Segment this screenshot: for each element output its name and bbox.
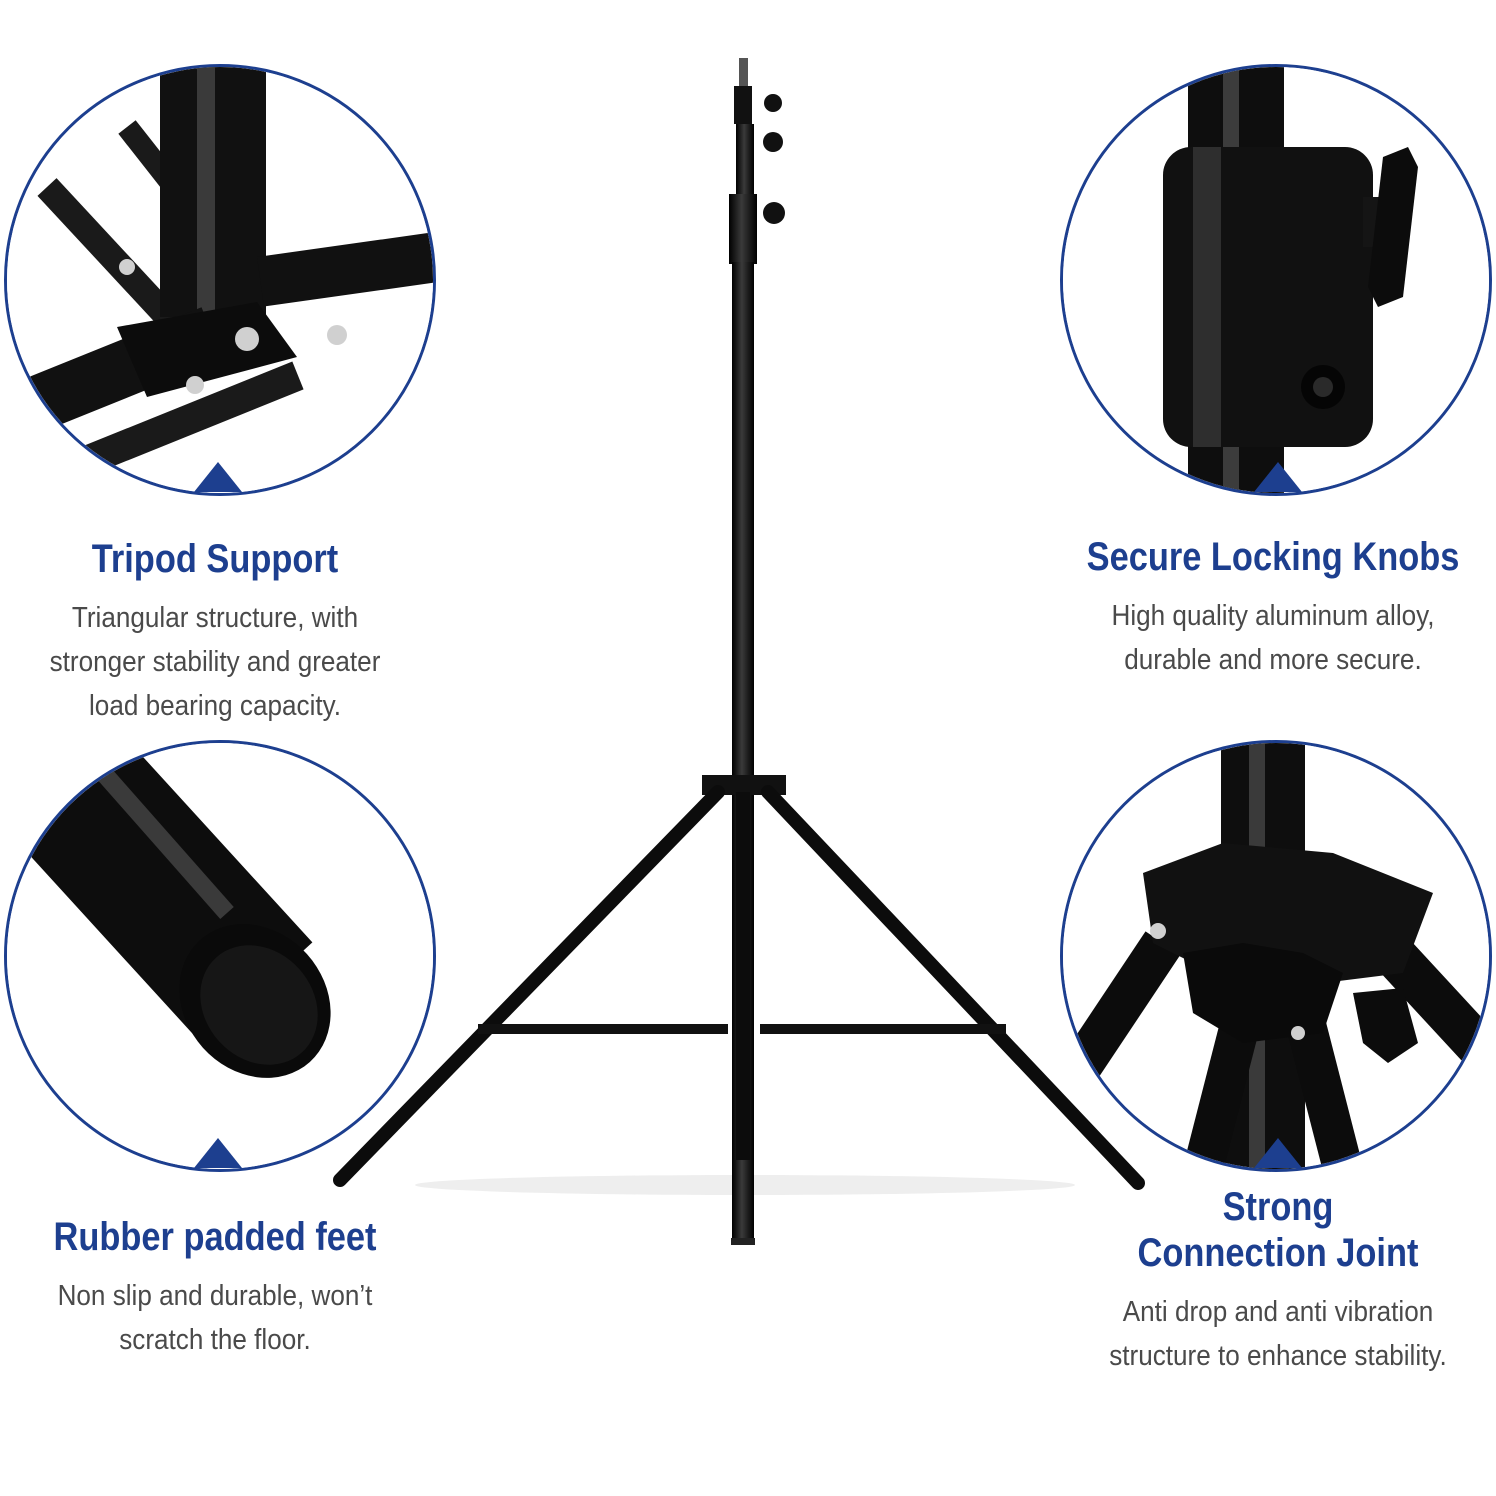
rubber-feet-section: Rubber padded feet Non slip and durable,… <box>10 1214 420 1362</box>
connection-joint-section: Strong Connection Joint Anti drop and an… <box>1060 1184 1496 1378</box>
rubber-foot-closeup <box>4 740 436 1172</box>
locking-knobs-description: High quality aluminum alloy, durable and… <box>1111 600 1435 676</box>
locking-knob-closeup <box>1060 64 1492 496</box>
tripod-support-description: Triangular structure, with stronger stab… <box>49 602 381 722</box>
connection-joint-pointer <box>1254 1138 1302 1168</box>
tripod-support-section: Tripod Support Triangular structure, wit… <box>10 536 420 728</box>
tripod-support-pointer <box>194 462 242 492</box>
rubber-feet-title: Rubber padded feet <box>53 1215 377 1259</box>
rubber-feet-description: Non slip and durable, won’t scratch the … <box>57 1280 373 1356</box>
tripod-support-closeup <box>4 64 436 496</box>
locking-knobs-section: Secure Locking Knobs High quality alumin… <box>1050 534 1496 682</box>
connection-joint-description: Anti drop and anti vibration structure t… <box>1109 1296 1447 1372</box>
tripod-support-title: Tripod Support <box>91 537 339 581</box>
rubber-feet-pointer <box>194 1138 242 1168</box>
locking-knobs-title: Secure Locking Knobs <box>1086 535 1460 579</box>
locking-knobs-pointer <box>1254 462 1302 492</box>
connection-joint-title: Strong Connection Joint <box>1137 1185 1419 1275</box>
connection-joint-closeup <box>1060 740 1492 1172</box>
